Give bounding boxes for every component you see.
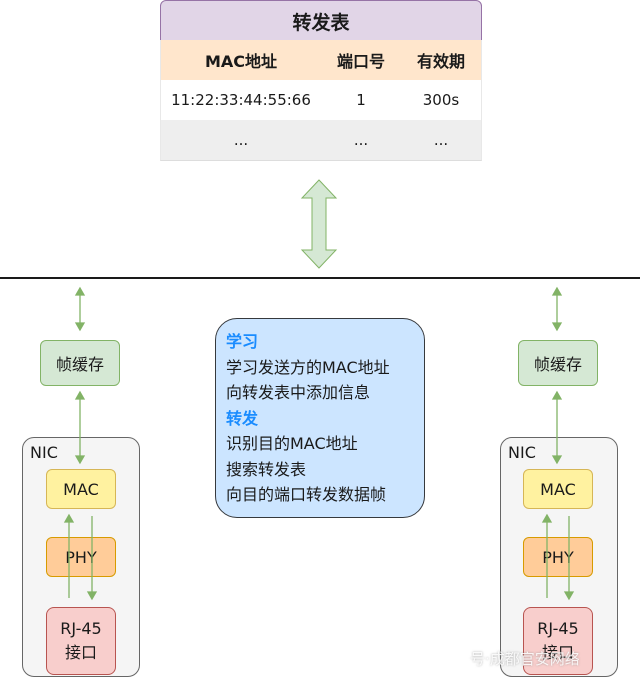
left-buffer-nic-double-arrow <box>74 390 86 465</box>
forward-line-2: 搜索转发表 <box>226 459 307 479</box>
forwarding-table: 转发表 MAC地址 端口号 有效期 11:22:33:44:55:66 1 30… <box>160 0 482 161</box>
learn-heading: 学习 <box>226 332 259 351</box>
right-nic-label: NIC <box>508 443 536 462</box>
forward-line-3: 向目的端口转发数据帧 <box>226 485 387 504</box>
table-row: 11:22:33:44:55:66 1 300s <box>160 80 482 120</box>
cell-ttl: ... <box>433 131 449 149</box>
rj45-label-line1: RJ-45 <box>537 619 579 638</box>
rj45-label-line1: RJ-45 <box>60 619 102 638</box>
left-top-double-arrow <box>74 286 86 332</box>
header-ttl: 有效期 <box>416 52 465 71</box>
forward-heading: 转发 <box>226 408 259 428</box>
right-up-arrow <box>541 513 553 598</box>
left-phy-box: PHY <box>46 537 116 577</box>
learn-line-1: 学习发送方的MAC地址 <box>226 357 390 377</box>
table-row: ... ... ... <box>160 120 482 161</box>
cell-ttl: 300s <box>422 91 460 109</box>
right-rj45-port: RJ-45 接口 <box>523 607 593 675</box>
cell-port: ... <box>353 131 369 149</box>
forward-line-1: 识别目的MAC地址 <box>226 434 358 453</box>
right-top-double-arrow <box>551 286 563 332</box>
left-nic-label: NIC <box>30 443 58 462</box>
left-up-arrow <box>63 513 75 598</box>
switch-function-note: 学习 学习发送方的MAC地址 向转发表中添加信息 转发 识别目的MAC地址 搜索… <box>215 318 425 518</box>
table-link-arrow <box>300 179 338 269</box>
left-frame-buffer: 帧缓存 <box>40 340 120 386</box>
learn-line-2: 向转发表中添加信息 <box>226 383 371 402</box>
cell-mac: ... <box>233 131 249 149</box>
right-mac-box: MAC <box>523 469 593 509</box>
watermark-text: 号·成都官安网络 <box>470 650 580 668</box>
header-mac-address: MAC地址 <box>204 52 278 71</box>
header-port: 端口号 <box>336 52 385 71</box>
left-down-arrow <box>86 516 98 601</box>
right-down-arrow <box>563 516 575 601</box>
left-mac-box: MAC <box>46 469 116 509</box>
left-rj45-port: RJ-45 接口 <box>46 607 116 675</box>
cell-mac: 11:22:33:44:55:66 <box>171 91 311 109</box>
divider-line <box>0 277 640 279</box>
rj45-label-line2: 接口 <box>64 643 97 662</box>
table-header-row: MAC地址 端口号 有效期 <box>160 40 482 80</box>
rj45-label-line2: 接口 <box>541 643 574 662</box>
right-frame-buffer: 帧缓存 <box>518 340 598 386</box>
cell-port: 1 <box>356 91 366 109</box>
right-buffer-nic-double-arrow <box>551 390 563 465</box>
table-title: 转发表 <box>160 0 482 42</box>
right-phy-box: PHY <box>523 537 593 577</box>
